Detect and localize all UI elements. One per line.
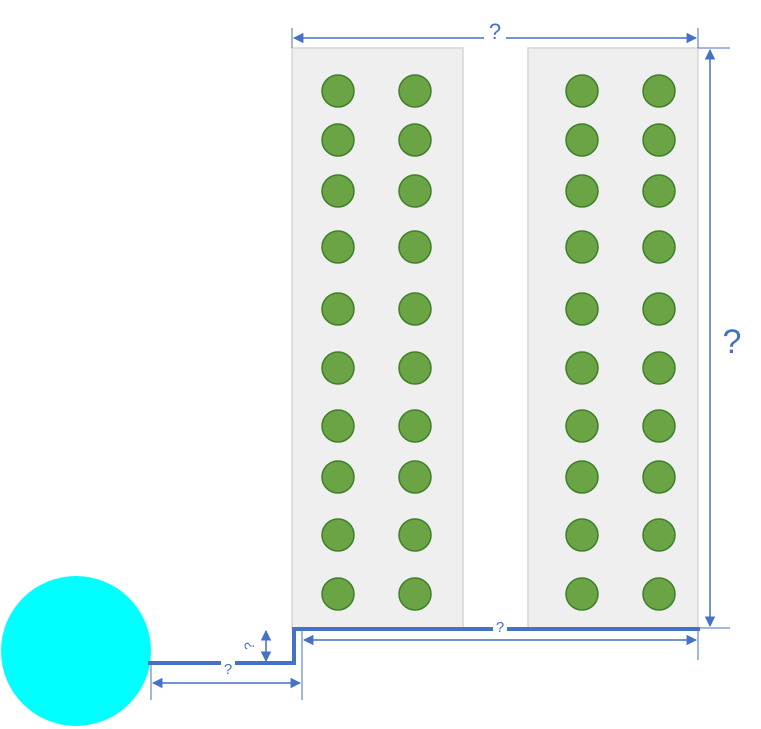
- bottom-pipe-label: ?: [496, 619, 504, 636]
- plant-right-bed-r4-c2: [642, 230, 676, 264]
- label-bg: [484, 24, 506, 46]
- plant-left-bed-r4-c2: [398, 230, 432, 264]
- plant-right-bed-r6-c2: [642, 351, 676, 385]
- plant-left-bed-r2-c1: [321, 123, 355, 157]
- plant-right-bed-r9-c2: [642, 518, 676, 552]
- plant-left-bed-r7-c2: [398, 409, 432, 443]
- label-bg: [493, 620, 507, 634]
- plant-right-bed-r10-c1: [565, 577, 599, 611]
- label-bg: [221, 657, 235, 671]
- plant-left-bed-r5-c2: [398, 292, 432, 326]
- plant-right-bed-r4-c1: [565, 230, 599, 264]
- plant-left-bed-r8-c1: [321, 460, 355, 494]
- overall-height-label: ?: [723, 323, 742, 361]
- plants-group: [321, 74, 676, 611]
- plant-right-bed-r5-c2: [642, 292, 676, 326]
- left-bed: [291, 47, 464, 629]
- plant-right-bed-r8-c1: [565, 460, 599, 494]
- plant-right-bed-r8-c2: [642, 460, 676, 494]
- plant-right-bed-r3-c1: [565, 174, 599, 208]
- plant-left-bed-r7-c1: [321, 409, 355, 443]
- plant-left-bed-r1-c2: [398, 74, 432, 108]
- water-tank: [1, 576, 151, 726]
- plant-right-bed-r2-c1: [565, 123, 599, 157]
- plant-left-bed-r9-c2: [398, 518, 432, 552]
- plant-right-bed-r7-c1: [565, 409, 599, 443]
- plant-right-bed-r1-c1: [565, 74, 599, 108]
- plant-left-bed-r5-c1: [321, 292, 355, 326]
- plant-left-bed-r6-c1: [321, 351, 355, 385]
- overall-width-label: ?: [489, 19, 501, 44]
- plant-right-bed-r3-c2: [642, 174, 676, 208]
- plant-left-bed-r10-c1: [321, 577, 355, 611]
- plant-left-bed-r8-c2: [398, 460, 432, 494]
- plant-right-bed-r5-c1: [565, 292, 599, 326]
- plant-left-bed-r3-c2: [398, 174, 432, 208]
- plant-left-bed-r2-c2: [398, 123, 432, 157]
- plant-left-bed-r1-c1: [321, 74, 355, 108]
- feed-pipe-label: ?: [224, 661, 232, 678]
- plant-right-bed-r6-c1: [565, 351, 599, 385]
- plant-right-bed-r7-c2: [642, 409, 676, 443]
- plant-left-bed-r9-c1: [321, 518, 355, 552]
- plant-left-bed-r3-c1: [321, 174, 355, 208]
- plant-left-bed-r6-c2: [398, 351, 432, 385]
- plant-right-bed-r1-c2: [642, 74, 676, 108]
- plant-right-bed-r10-c2: [642, 577, 676, 611]
- plant-left-bed-r10-c2: [398, 577, 432, 611]
- riser-label: ?: [241, 642, 257, 650]
- plant-right-bed-r2-c2: [642, 123, 676, 157]
- plant-left-bed-r4-c1: [321, 230, 355, 264]
- plant-right-bed-r9-c1: [565, 518, 599, 552]
- feed-pipe: [148, 629, 296, 665]
